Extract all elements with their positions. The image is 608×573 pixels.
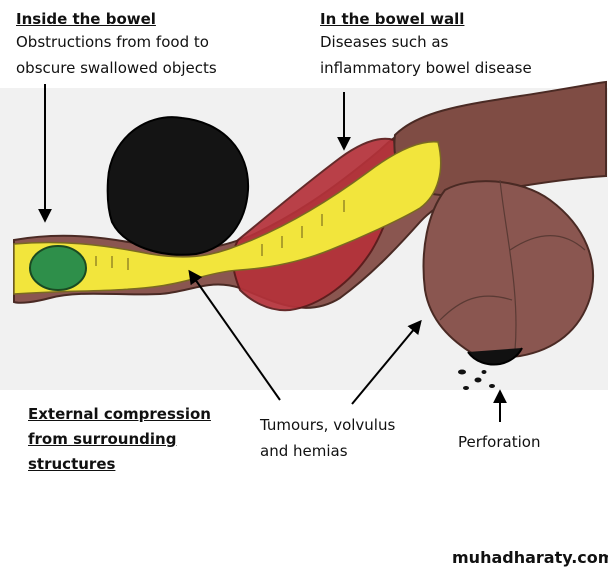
external-compression-line1: External compression	[28, 405, 211, 423]
loop-veins	[439, 179, 586, 351]
inside-bowel-line1: Obstructions from food to	[16, 33, 209, 51]
leakage-drops	[458, 369, 495, 390]
bowel-wall-heading: In the bowel wall	[320, 10, 465, 28]
tumours-line1: Tumours, volvulus	[260, 416, 396, 434]
tumours-line2: and hemias	[260, 442, 348, 460]
arrow-tumours	[351, 319, 422, 405]
bowel-wall-line2: inflammatory bowel disease	[320, 59, 532, 77]
perforated-loop	[422, 180, 595, 360]
watermark: muhadharaty.com	[452, 548, 608, 567]
arrow-external-compression	[188, 269, 281, 401]
inside-bowel-line2: obscure swallowed objects	[16, 59, 217, 77]
obstruction-ball	[29, 245, 87, 291]
bowel-lumen	[13, 141, 442, 295]
external-compression-line2: from surrounding	[28, 430, 177, 448]
bowel-wall-line1: Diseases such as	[320, 33, 449, 51]
perforation-site	[467, 347, 523, 366]
lumen-hatching	[95, 200, 345, 270]
external-mass	[106, 116, 250, 256]
perforation-label: Perforation	[458, 433, 541, 451]
inside-bowel-heading: Inside the bowel	[16, 10, 156, 28]
external-compression-line3: structures	[28, 455, 116, 473]
